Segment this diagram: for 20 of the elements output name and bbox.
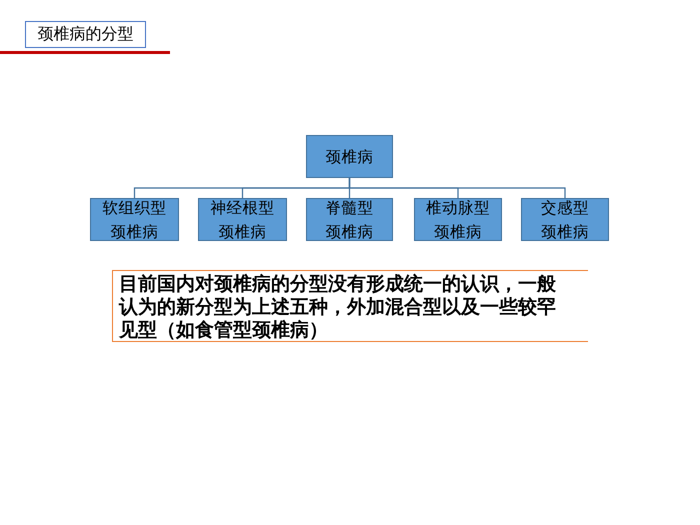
root-box [306, 135, 393, 178]
category-box [414, 198, 502, 241]
category-box [90, 198, 179, 241]
box-label: 颈椎病 [541, 222, 589, 242]
category-box [521, 198, 609, 241]
box-label: 颈椎病 [433, 222, 483, 242]
box-label: 颈椎病 [326, 222, 374, 242]
box-label: 颈椎病 [110, 222, 160, 242]
box-label: 神经根型 [210, 198, 274, 218]
note-box: 目前国内对颈椎病的分型没有形成统一的认识，一般认为的新分型为上述五种，外加混合型以及一些较罕见型（如食管型颈椎病） [112, 270, 588, 342]
category-box [306, 198, 393, 241]
box-label: 脊髓型 [326, 198, 374, 218]
box-label: 椎动脉型 [426, 198, 490, 218]
box-label: 颈椎病 [326, 146, 374, 168]
category-box [198, 198, 287, 241]
connector-line [348, 178, 566, 198]
box-label: 颈椎病 [218, 222, 268, 242]
box-label: 软组织型 [102, 198, 166, 218]
title-box: 颈椎病的分型 [25, 21, 146, 48]
box-label: 交感型 [541, 198, 589, 218]
